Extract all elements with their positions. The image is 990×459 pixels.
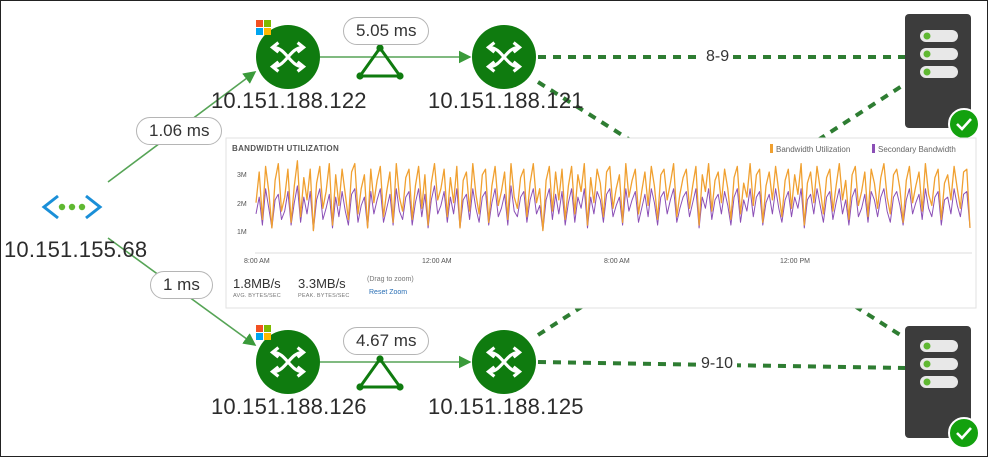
network-triangle-icon <box>356 355 404 391</box>
latency-badge: 1 ms <box>150 271 213 299</box>
chart-title: BANDWIDTH UTILIZATION <box>232 144 340 153</box>
legend-swatch <box>872 144 875 153</box>
dashed-link-chart-to-server-top <box>816 82 907 142</box>
peak-throughput-label: PEAK. BYTES/SEC <box>298 293 350 299</box>
latency-badge: 4.67 ms <box>343 327 430 355</box>
y-tick-label: 2M <box>237 201 247 208</box>
drag-to-zoom-hint: (Drag to zoom) <box>367 276 414 283</box>
node-label-source: 10.151.155.68 <box>4 237 148 262</box>
legend-item[interactable]: Bandwidth Utilization <box>770 144 850 154</box>
status-ok-icon <box>948 417 980 449</box>
legend-label: Bandwidth Utilization <box>776 145 851 154</box>
windows-logo-icon <box>256 325 271 340</box>
router-icon[interactable] <box>256 330 320 394</box>
router-icon[interactable] <box>256 25 320 89</box>
node-label-r2: 10.151.188.121 <box>428 88 584 113</box>
reset-zoom-link[interactable]: Reset Zoom <box>369 289 408 296</box>
windows-logo-icon <box>256 20 271 35</box>
router-icon[interactable] <box>472 25 536 89</box>
node-label-r3: 10.151.188.126 <box>211 394 367 419</box>
y-tick-label: 1M <box>237 229 247 236</box>
dashed-link-chart-to-server-bottom <box>840 296 907 340</box>
series-line-bandwidth-utilization[interactable] <box>255 160 971 232</box>
series-line-secondary-bandwidth[interactable] <box>255 185 971 232</box>
avg-throughput-value: 1.8MB/s <box>233 276 281 291</box>
server-icon[interactable] <box>905 326 971 438</box>
latency-badge: 1.06 ms <box>136 117 223 145</box>
avg-throughput-label: AVG. BYTES/SEC <box>233 293 281 299</box>
hop-count-label: 9-10 <box>697 355 738 373</box>
y-tick-label: 3M <box>237 172 247 179</box>
dashed-link-r2-to-chart <box>536 80 632 142</box>
x-tick-label: 8:00 AM <box>604 258 630 265</box>
x-tick-label: 12:00 PM <box>780 258 810 265</box>
status-ok-icon <box>948 108 980 140</box>
virtual-network-icon[interactable] <box>41 194 103 220</box>
x-tick-label: 12:00 AM <box>422 258 452 265</box>
hop-count-label: 8-9 <box>702 48 734 66</box>
network-triangle-icon <box>356 44 404 80</box>
latency-badge: 5.05 ms <box>343 17 430 45</box>
x-tick-label: 8:00 AM <box>244 258 270 265</box>
node-label-r1: 10.151.188.122 <box>211 88 367 113</box>
server-icon[interactable] <box>905 14 971 128</box>
router-icon[interactable] <box>472 330 536 394</box>
chart-panel <box>225 137 977 309</box>
chart-plot-area[interactable] <box>255 160 971 232</box>
legend-label: Secondary Bandwidth <box>878 145 956 154</box>
legend-swatch <box>770 144 773 153</box>
legend-item[interactable]: Secondary Bandwidth <box>872 144 956 154</box>
node-label-r4: 10.151.188.125 <box>428 394 584 419</box>
peak-throughput-value: 3.3MB/s <box>298 276 346 291</box>
